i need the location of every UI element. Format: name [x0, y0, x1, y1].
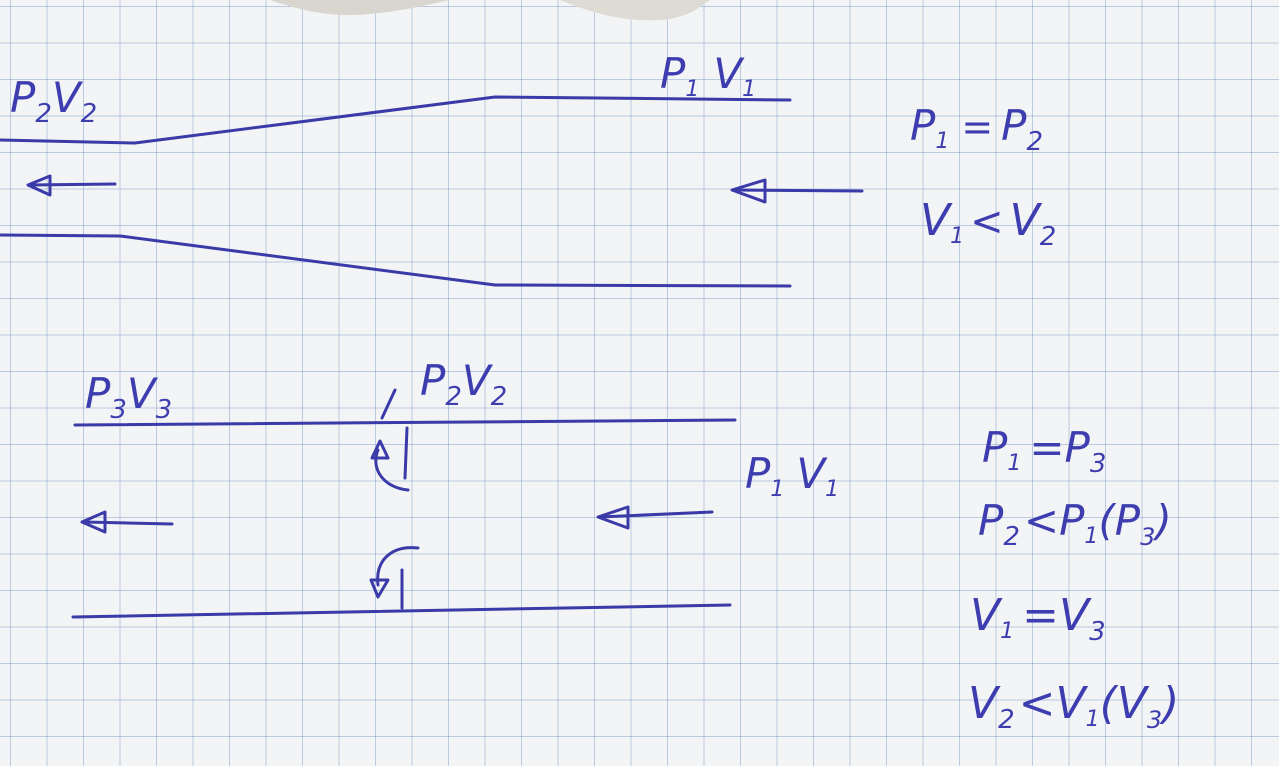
lower-flow-arrow-left [80, 510, 174, 534]
relation-p1-eq-p2: P1=P2 [910, 101, 1043, 157]
relation-v1-eq-v3: V1=V3 [970, 590, 1106, 647]
upper-label-p2v2: P2V2 [10, 73, 97, 129]
lower-flow-arrow-right [596, 505, 714, 530]
lower-vortex-bottom [369, 546, 420, 610]
relation-v2-lt-v1-v3: V2<V1(V3) [968, 678, 1179, 735]
relation-p1-eq-p3: P1=P3 [982, 423, 1106, 479]
relation-v1-lt-v2: V1<V2 [920, 195, 1056, 252]
lower-vortex-top [370, 388, 410, 492]
lower-pipe-bottom-wall [71, 603, 732, 619]
upper-flow-arrow-right [730, 178, 864, 204]
upper-flow-arrow-left [26, 174, 117, 197]
lower-pipe-top-wall [73, 418, 737, 427]
upper-pipe-top-wall [0, 95, 792, 145]
relation-p2-lt-p1-p3: P2<P1(P3) [978, 496, 1172, 552]
upper-pipe-bottom-wall [0, 233, 792, 288]
lower-label-p2v2: P2V2 [420, 356, 507, 412]
lower-label-p3v3: P3V3 [85, 369, 172, 425]
